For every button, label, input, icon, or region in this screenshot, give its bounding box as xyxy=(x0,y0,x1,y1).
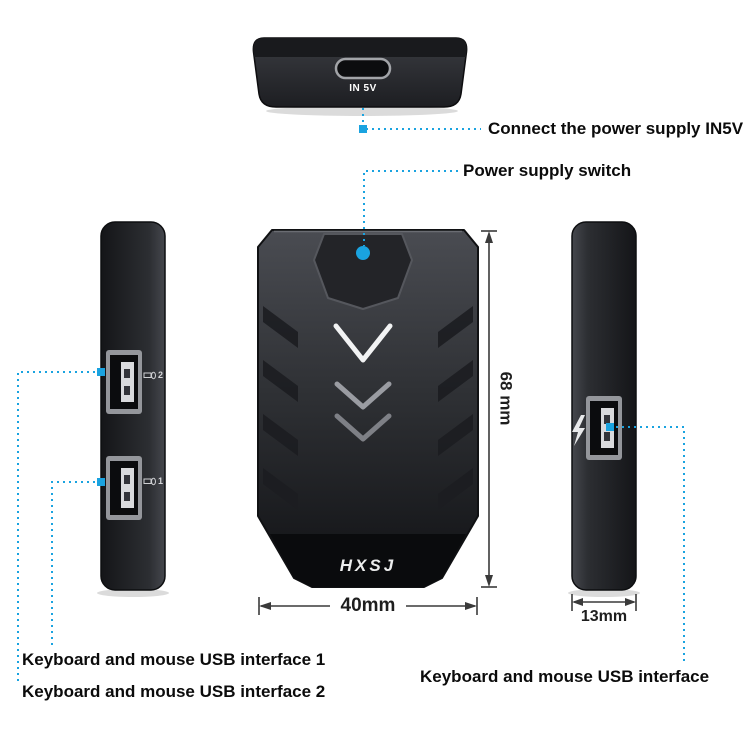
usb-port-2-number: 2 xyxy=(158,370,164,380)
usb-a-port-1 xyxy=(106,456,142,520)
brand-logo: HXSJ xyxy=(339,556,397,575)
shadows xyxy=(97,106,640,597)
right-ridges xyxy=(438,306,473,510)
power-switch-marker xyxy=(356,246,370,260)
chevron-down-icon xyxy=(334,381,392,410)
keyboard-mouse-icon xyxy=(143,477,156,486)
dimension-height-arrow xyxy=(481,230,497,588)
callout-power-input: Connect the power supply IN5V xyxy=(488,119,744,138)
brand-v-logo-icon xyxy=(333,323,393,363)
keyboard-mouse-icon xyxy=(143,371,156,380)
usb-c-port xyxy=(334,57,392,80)
callout-usb-interface-right: Keyboard and mouse USB interface xyxy=(420,667,710,686)
dimension-depth-arrow xyxy=(571,594,637,611)
callout-usb-interface-1: Keyboard and mouse USB interface 1 xyxy=(22,650,326,669)
callout-usb-interface-2: Keyboard and mouse USB interface 2 xyxy=(22,682,326,701)
usb-a-port-2 xyxy=(106,350,142,414)
dimension-depth-label: 13mm xyxy=(580,608,628,625)
power-input-marker xyxy=(359,125,367,133)
right-side-view-device xyxy=(571,221,637,591)
usb-1-marker xyxy=(97,478,105,486)
left-ridges xyxy=(263,306,298,510)
annotation-markers xyxy=(97,125,614,486)
usb-2-marker xyxy=(97,368,105,376)
charge-icon xyxy=(572,415,585,446)
bottom-band xyxy=(270,534,466,587)
usb-right-marker xyxy=(606,423,614,431)
callout-power-switch: Power supply switch xyxy=(463,161,632,180)
dimension-width-label: 40mm xyxy=(340,595,396,616)
dimension-height-label: 68 mm xyxy=(496,371,516,426)
top-view-device xyxy=(252,37,468,108)
usb-port-1-number: 1 xyxy=(158,476,164,486)
left-side-view-device xyxy=(100,221,166,591)
dimension-width-arrow xyxy=(258,597,478,615)
usb-c-port-label: IN 5V xyxy=(349,83,377,94)
power-button xyxy=(313,233,413,310)
annotation-lines xyxy=(17,108,685,681)
chevron-down-icon xyxy=(334,413,392,442)
front-view-device xyxy=(257,229,479,588)
